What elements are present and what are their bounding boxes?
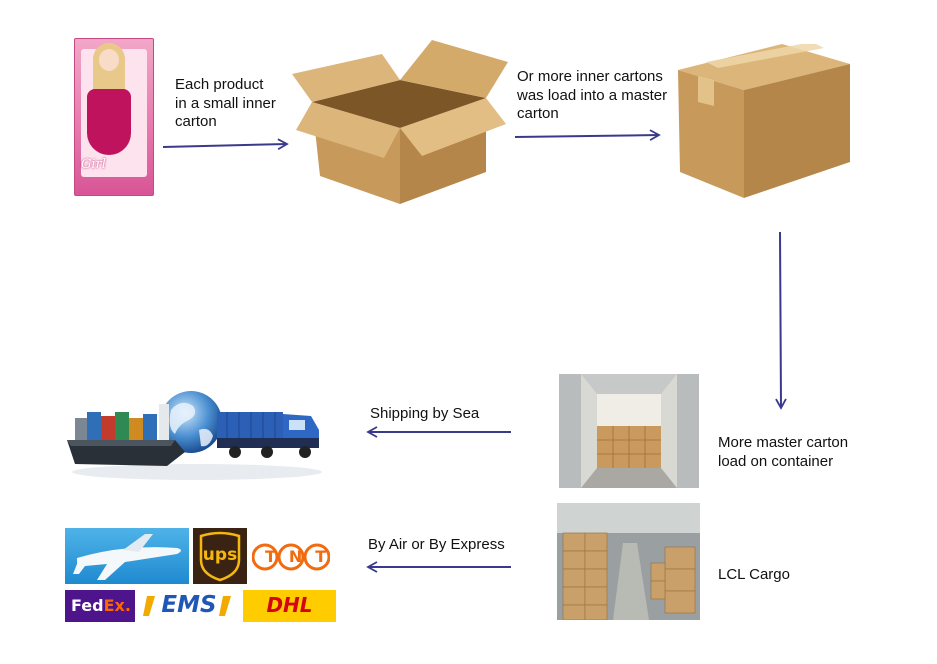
- tnt-logo-text: TNT: [265, 547, 340, 566]
- doll-product-image: Girl: [74, 38, 154, 196]
- product-brand-logo: Girl: [81, 157, 106, 172]
- fedex-logo-ex: Ex.: [103, 596, 131, 615]
- airplane-icon: [73, 534, 181, 580]
- fedex-logo: FedEx.: [65, 590, 135, 622]
- caption-lcl: LCL Cargo: [718, 566, 790, 583]
- ems-logo: EMS: [143, 590, 235, 622]
- ship-globe-truck-image: [67, 391, 322, 480]
- dhl-logo: DHL: [243, 590, 336, 622]
- ups-logo-text: ups: [202, 545, 238, 565]
- airplane-image: [65, 528, 189, 584]
- closed-carton-icon: [678, 44, 850, 198]
- container-loading-photo: [559, 374, 699, 488]
- arrow-master-to-container: [775, 231, 787, 410]
- ups-logo: ups: [193, 528, 247, 584]
- tnt-logo: TNT: [251, 538, 340, 576]
- caption-air: By Air or By Express: [368, 536, 505, 553]
- arrow-product-to-inner-carton: [162, 138, 289, 150]
- caption-inner-carton: Each product in a small inner carton: [175, 76, 276, 130]
- arrow-inner-to-master-carton: [514, 129, 661, 141]
- warehouse-lcl-photo: [557, 503, 700, 620]
- fedex-logo-fed: Fed: [71, 596, 104, 615]
- caption-master-carton: Or more inner cartons was load into a ma…: [517, 68, 668, 122]
- dhl-logo-text: DHL: [266, 593, 313, 617]
- ems-logo-text: EMS: [161, 592, 217, 618]
- caption-sea: Shipping by Sea: [370, 405, 480, 422]
- caption-container: More master carton load on container: [718, 434, 849, 470]
- open-carton-icon: [292, 40, 508, 204]
